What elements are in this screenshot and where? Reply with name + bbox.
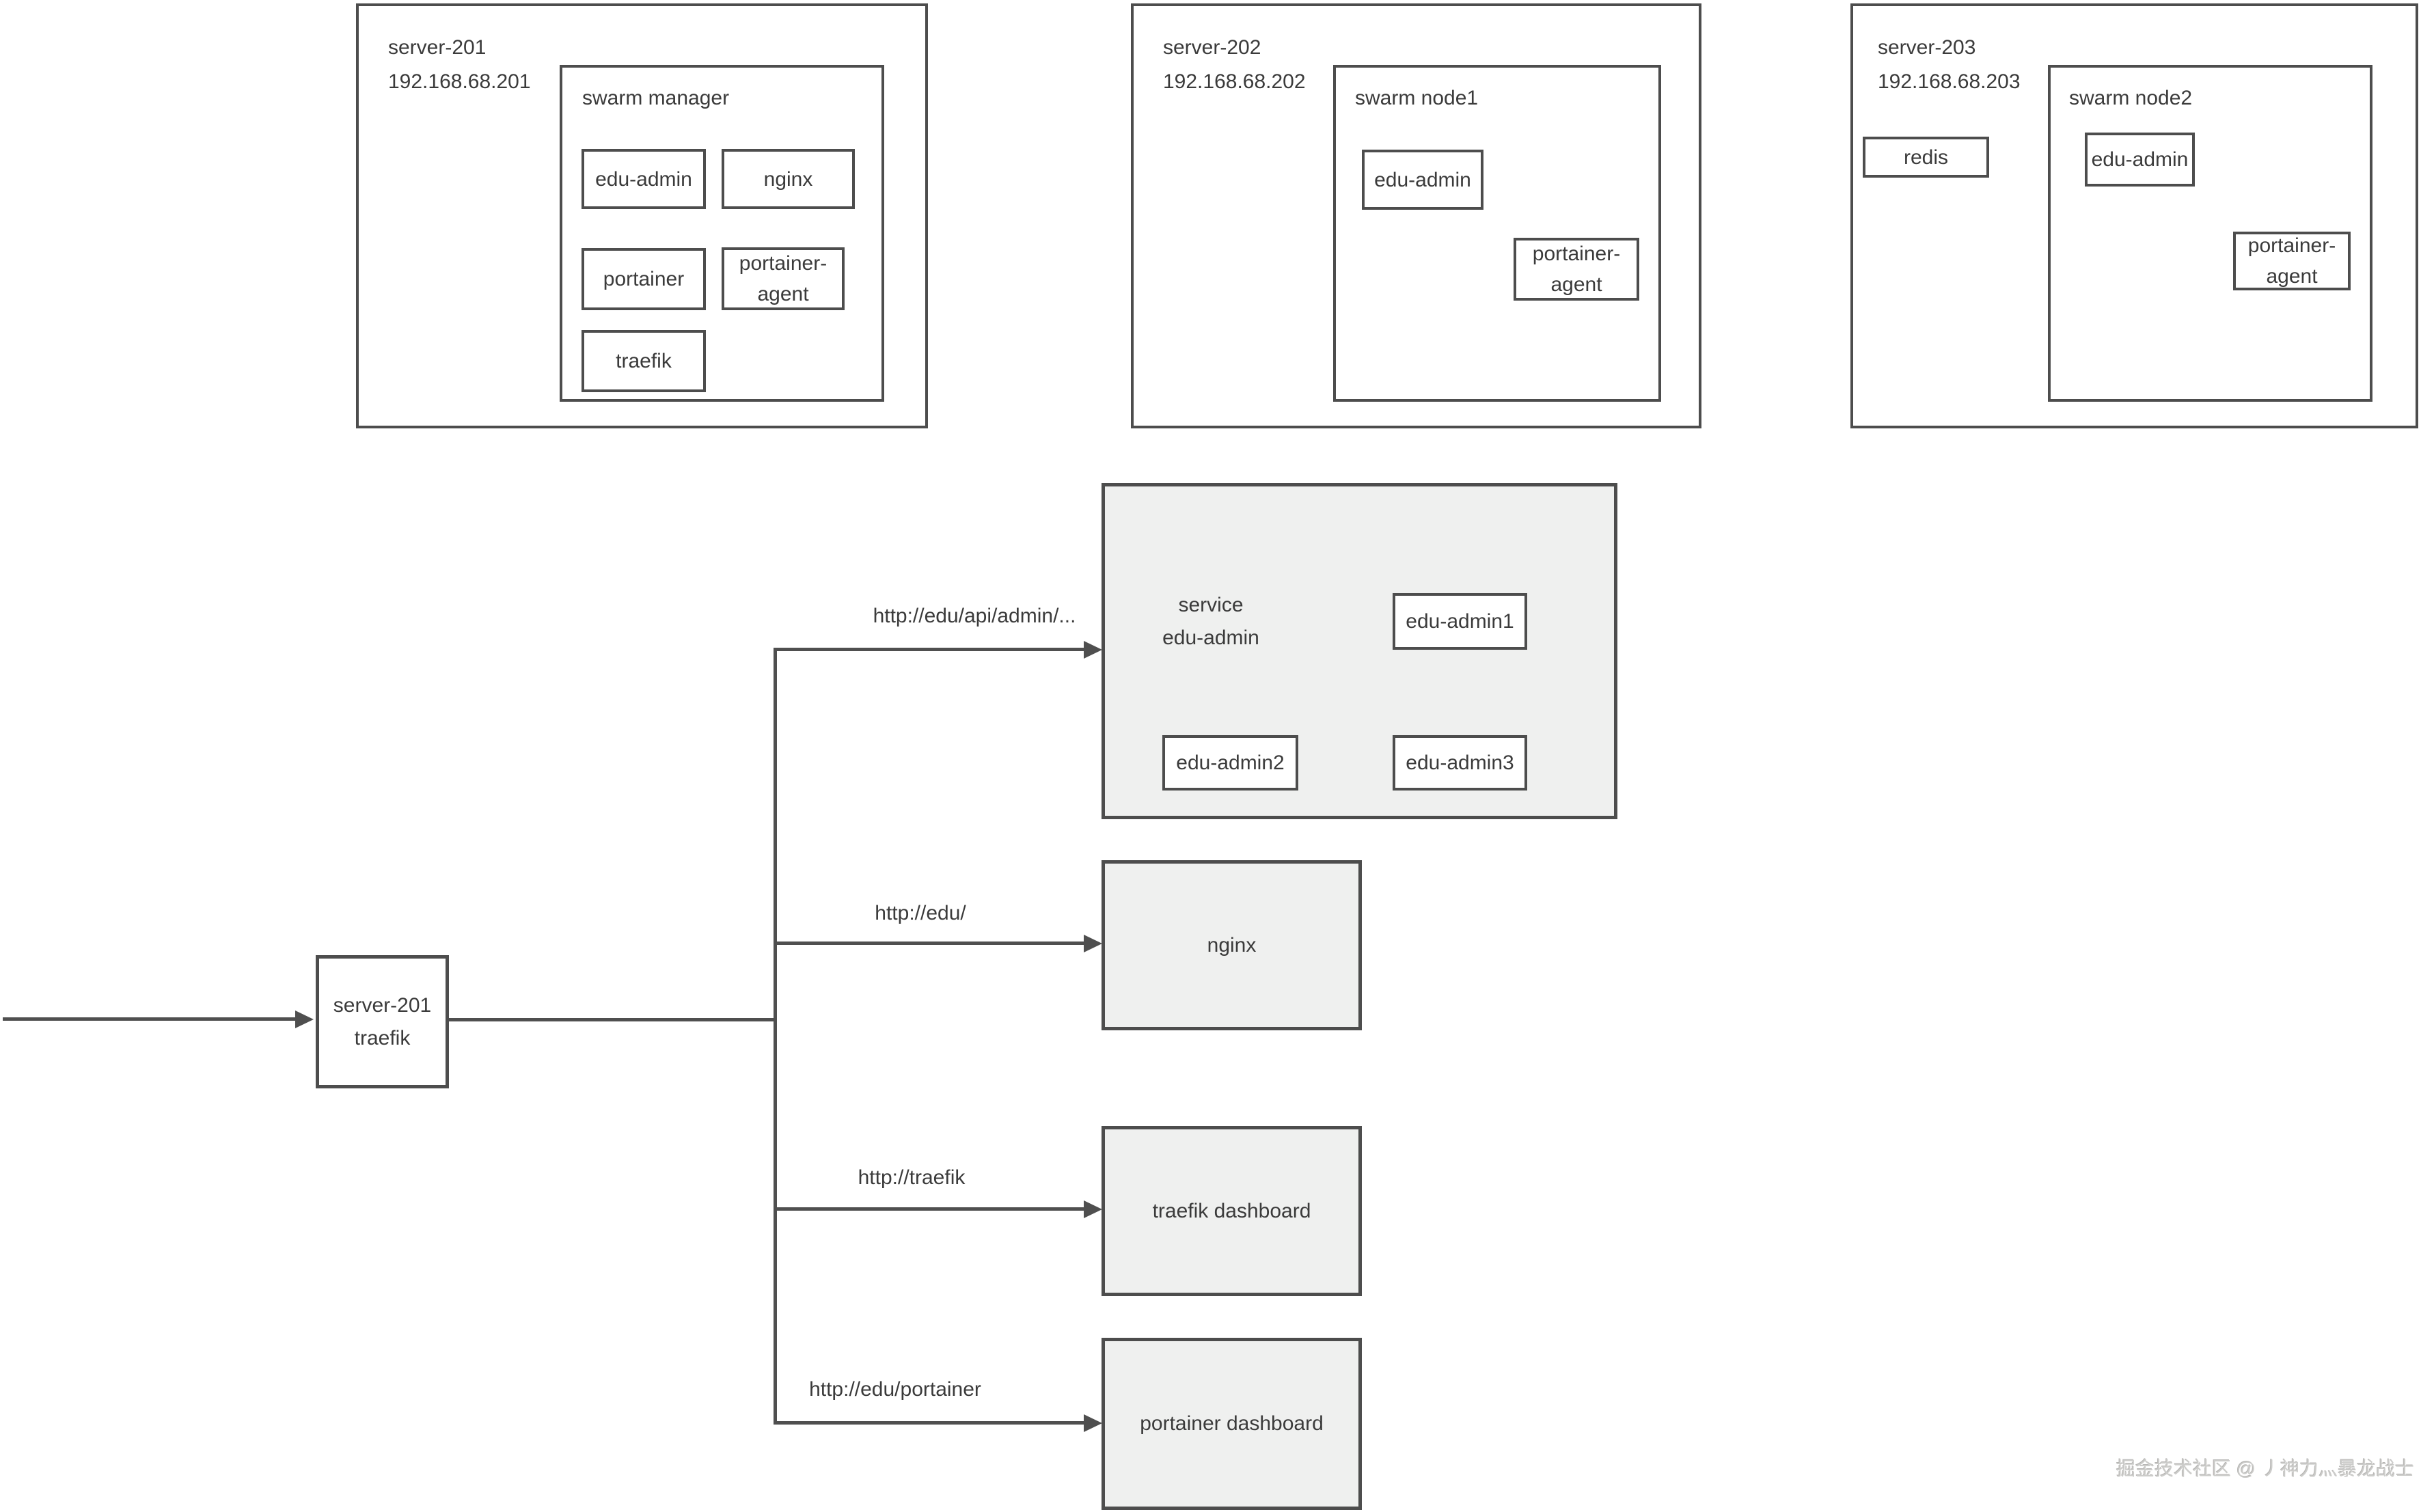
inlet-arrowhead [295, 1011, 314, 1028]
traefik-dashboard-panel: traefik dashboard [1102, 1126, 1362, 1296]
swarm-node1-box: swarm node1 edu-admin portainer-agent [1333, 65, 1661, 402]
route-url-portainer: http://edu/portainer [809, 1378, 981, 1401]
inlet-line [3, 1017, 297, 1021]
server-name: server-203 [1878, 36, 1976, 59]
trunk-line [774, 648, 777, 1425]
cluster-label: swarm node2 [2069, 87, 2193, 109]
branch-line-traefik [774, 1207, 1086, 1211]
branch-arrowhead-traefik [1084, 1200, 1102, 1218]
swarm-manager-box: swarm manager edu-admin nginx portainer … [560, 65, 884, 402]
container-box-portainer-agent: portainer-agent [2233, 232, 2351, 290]
service-label-line2: edu-admin [1162, 627, 1259, 649]
server-ip: 192.168.68.203 [1878, 70, 2021, 93]
cluster-label: swarm manager [582, 87, 730, 109]
service-label-line1: service [1178, 594, 1244, 616]
container-box-redis: redis [1863, 137, 1989, 178]
server-201-panel: server-201 192.168.68.201 swarm manager … [356, 3, 928, 428]
route-url-edu-api: http://edu/api/admin/... [873, 605, 1076, 627]
branch-line-edu-api [774, 648, 1086, 651]
swarm-node2-box: swarm node2 edu-admin portainer-agent [2048, 65, 2372, 402]
container-box-portainer-agent: portainer-agent [722, 247, 845, 310]
branch-line-portainer [774, 1421, 1086, 1425]
router-name: server-201 [333, 993, 432, 1017]
server-ip: 192.168.68.201 [388, 70, 531, 93]
watermark-text: 掘金技术社区 @ 丿神力灬暴龙战士 [2116, 1458, 2414, 1479]
route-url-traefik: http://traefik [858, 1166, 966, 1189]
branch-arrowhead-edu [1084, 935, 1102, 952]
replica-box-edu-admin2: edu-admin2 [1162, 735, 1298, 791]
cluster-label: swarm node1 [1355, 87, 1479, 109]
nginx-panel: nginx [1102, 860, 1362, 1030]
branch-arrowhead-edu-api [1084, 641, 1102, 659]
branch-line-edu [774, 941, 1086, 945]
branch-arrowhead-portainer [1084, 1414, 1102, 1432]
router-to-trunk-line [449, 1018, 777, 1021]
container-box-portainer: portainer [582, 248, 706, 310]
replica-box-edu-admin3: edu-admin3 [1393, 735, 1527, 791]
container-box-edu-admin: edu-admin [1362, 150, 1483, 210]
container-box-traefik: traefik [582, 330, 706, 392]
portainer-dashboard-panel: portainer dashboard [1102, 1338, 1362, 1510]
router-component: traefik [354, 1026, 411, 1049]
server-name: server-201 [388, 36, 487, 59]
service-label: service edu-admin [1125, 589, 1296, 655]
traefik-router-box: server-201 traefik [316, 955, 449, 1088]
container-box-nginx: nginx [722, 149, 855, 209]
route-url-edu: http://edu/ [875, 902, 966, 924]
server-203-panel: server-203 192.168.68.203 redis swarm no… [1850, 3, 2418, 428]
server-ip: 192.168.68.202 [1163, 70, 1306, 93]
container-box-portainer-agent: portainer-agent [1514, 238, 1639, 301]
container-box-edu-admin: edu-admin [2085, 133, 2195, 187]
replica-box-edu-admin1: edu-admin1 [1393, 593, 1527, 650]
container-box-edu-admin: edu-admin [582, 149, 706, 209]
service-edu-admin-panel: service edu-admin edu-admin1 edu-admin2 … [1102, 483, 1617, 819]
server-name: server-202 [1163, 36, 1261, 59]
server-202-panel: server-202 192.168.68.202 swarm node1 ed… [1131, 3, 1701, 428]
